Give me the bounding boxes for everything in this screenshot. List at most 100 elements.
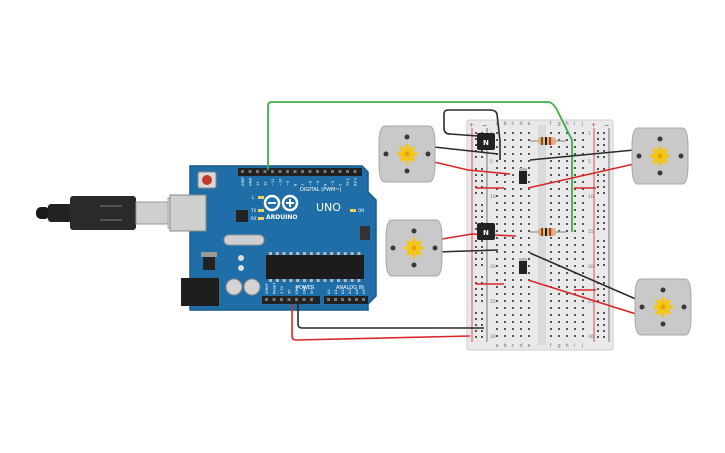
icsp-header: [360, 226, 370, 240]
transistor-2-label: N: [483, 229, 489, 237]
row-number-20-0: 20: [490, 264, 496, 270]
col-letter-j-0: j: [581, 121, 583, 127]
digital-pin-label-4: ~11: [271, 178, 275, 186]
led-l-label: L: [252, 195, 255, 200]
power-analog-pins: [265, 298, 365, 301]
wire-black-gnd[interactable]: [297, 304, 484, 329]
power-pin-label-1: RESET: [273, 282, 277, 294]
row-number-20-1: 20: [588, 264, 594, 270]
rail-minus-left: −: [482, 122, 487, 129]
row-number-30-0: 30: [490, 334, 496, 340]
digital-pin-label-10: ~5: [316, 181, 320, 186]
power-label: POWER: [296, 285, 315, 291]
col-letter-a-0: a: [496, 121, 499, 127]
diode-2[interactable]: [519, 258, 527, 274]
transistor-1[interactable]: N: [477, 133, 495, 150]
col-letter-f-0: f: [550, 121, 552, 127]
diode-1[interactable]: [519, 168, 527, 184]
row-number-5-0: 5: [490, 159, 493, 165]
power-pin-label-3: 5V: [288, 289, 292, 294]
motor-gear-icon: [653, 297, 673, 317]
wire-red-motor1[interactable]: [433, 161, 511, 175]
row-number-10-1: 10: [588, 194, 594, 200]
resistor-1[interactable]: [530, 137, 566, 145]
status-leds: L TX RX ON: [250, 195, 364, 221]
wire-black-motor4[interactable]: [529, 252, 639, 301]
row-number-10-0: 10: [490, 194, 496, 200]
digital-pin-label-2: 13: [256, 181, 260, 186]
col-letter-i-0: i: [574, 121, 575, 127]
dc-motor-1[interactable]: [378, 125, 436, 183]
dc-motor-4[interactable]: [634, 278, 692, 336]
wire-black-motor1[interactable]: [433, 146, 499, 155]
transistor-2[interactable]: N: [477, 223, 495, 240]
wire-red-motor3[interactable]: [527, 163, 635, 189]
digital-label: DIGITAL (PWM~): [300, 187, 342, 193]
digital-pin-label-12: ~3: [331, 181, 335, 186]
motor-gear-icon: [650, 146, 670, 166]
row-number-1-1: 1: [588, 131, 591, 137]
capacitor-1: [225, 278, 243, 296]
col-letter-g-0: g: [558, 121, 561, 127]
motor-gear-icon: [397, 144, 417, 164]
analog-pin-label-4: A4: [355, 289, 359, 294]
wire-red-motor4[interactable]: [527, 279, 637, 315]
col-letter-a-1: a: [496, 343, 499, 349]
capacitor-2: [243, 278, 261, 296]
resistor-2[interactable]: [530, 228, 566, 236]
col-letter-b-1: b: [504, 343, 507, 349]
analog-label: ANALOG IN: [336, 285, 364, 291]
digital-header: [238, 168, 362, 176]
usb-chip: [236, 210, 248, 222]
col-letter-i-1: i: [574, 343, 575, 349]
rail-plus-left: +: [469, 122, 474, 129]
power-pin-label-0: IOREF: [265, 283, 269, 294]
power-pin-label-5: GND: [303, 286, 307, 294]
power-header: [262, 296, 320, 304]
led-rx-label: RX: [251, 216, 257, 221]
row-number-15-1: 15: [588, 229, 594, 235]
col-letter-h-1: h: [566, 343, 569, 349]
col-letter-d-1: d: [520, 343, 523, 349]
col-letter-e-1: e: [528, 343, 531, 349]
col-letter-c-0: c: [512, 121, 515, 127]
digital-pin-label-13: 2: [339, 184, 343, 186]
dc-motor-3[interactable]: [385, 219, 443, 277]
arduino-logo-icon: [263, 194, 299, 212]
analog-pin-label-1: A1: [334, 289, 338, 294]
wire-black-loop[interactable]: [443, 109, 501, 142]
digital-pin-label-6: ~9: [286, 180, 290, 186]
power-pin-label-4: GND: [295, 286, 299, 294]
wire-green-pin13[interactable]: [267, 101, 573, 232]
analog-pin-label-5: A5: [362, 289, 366, 294]
dc-motor-2[interactable]: [631, 127, 689, 185]
digital-pin-label-9: ~6: [309, 180, 313, 186]
crystal: [223, 234, 265, 246]
wire-red-motor2[interactable]: [435, 233, 517, 241]
wires[interactable]: [267, 101, 639, 341]
digital-pin-label-8: 7: [301, 184, 305, 186]
analog-pin-label-2: A2: [341, 289, 345, 294]
digital-pin-label-5: ~10: [279, 178, 283, 186]
arduino-logo-text: ARDUINO: [266, 214, 297, 221]
col-letter-e-0: e: [528, 121, 531, 127]
digital-pin-label-14: TX 1: [346, 178, 350, 187]
voltage-regulator: [203, 256, 215, 270]
digital-pin-label-7: 8: [294, 183, 298, 186]
wire-black-motor3[interactable]: [529, 149, 635, 161]
wire-red-5v[interactable]: [291, 304, 471, 341]
analog-pin-label-0: A0: [327, 289, 331, 294]
wire-black-motor2[interactable]: [435, 249, 499, 253]
rail-plus-right: +: [591, 122, 596, 129]
model-label: UNO: [316, 201, 341, 214]
digital-pins: [241, 170, 357, 173]
breadboard-row-numbers: 115510101515202025253030: [490, 131, 594, 340]
power-pin-label-6: Vin: [310, 288, 314, 294]
col-letter-c-1: c: [512, 343, 515, 349]
digital-pin-label-1: GND: [249, 178, 253, 186]
digital-pin-label-3: 12: [264, 181, 268, 186]
col-letter-j-1: j: [581, 343, 583, 349]
